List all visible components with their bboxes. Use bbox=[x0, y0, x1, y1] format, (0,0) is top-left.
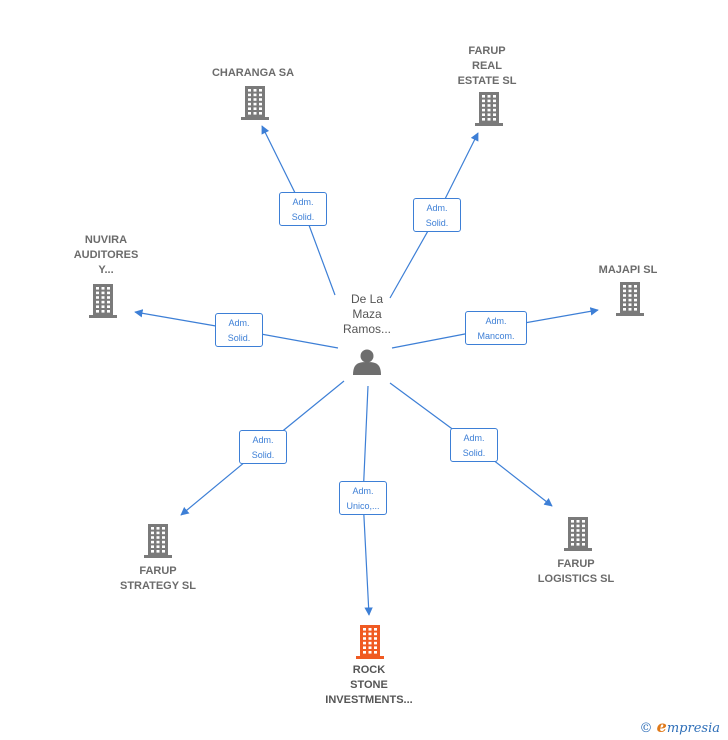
company-label-farup-real-estate[interactable]: FARUP REAL ESTATE SL bbox=[457, 45, 517, 87]
company-label-farup-logistics[interactable]: FARUP LOGISTICS SL bbox=[537, 558, 615, 585]
company-label-charanga[interactable]: CHARANGA SA bbox=[211, 67, 295, 79]
building-icon-farup-real-estate bbox=[475, 92, 503, 126]
role-badge-nuvira: Adm. Solid. bbox=[215, 313, 263, 347]
brand-footer[interactable]: © empresia bbox=[640, 717, 720, 736]
person-icon[interactable] bbox=[353, 349, 381, 376]
role-badge-farup-real-estate: Adm. Solid. bbox=[413, 198, 461, 232]
role-badge-farup-logistics: Adm. Solid. bbox=[450, 428, 498, 462]
company-label-majapi[interactable]: MAJAPI SL bbox=[598, 264, 658, 276]
role-badge-rock-stone: Adm. Unico,... bbox=[339, 481, 387, 515]
company-label-nuvira[interactable]: NUVIRA AUDITORES Y... bbox=[73, 234, 139, 276]
role-badge-majapi: Adm. Mancom. bbox=[465, 311, 527, 345]
company-label-rock-stone[interactable]: ROCK STONE INVESTMENTS... bbox=[325, 664, 413, 706]
person-name-label[interactable]: De La Maza Ramos... bbox=[342, 292, 392, 336]
building-icon-nuvira bbox=[89, 284, 117, 318]
building-icon-farup-strategy bbox=[144, 524, 172, 558]
building-icon-majapi bbox=[616, 282, 644, 316]
company-label-farup-strategy[interactable]: FARUP STRATEGY SL bbox=[120, 565, 196, 592]
building-icon-farup-logistics bbox=[564, 517, 592, 551]
role-badge-charanga: Adm. Solid. bbox=[279, 192, 327, 226]
building-icon-rock-stone bbox=[356, 625, 384, 659]
role-badge-farup-strategy: Adm. Solid. bbox=[239, 430, 287, 464]
copyright-icon: © bbox=[639, 721, 653, 736]
building-icon-charanga bbox=[241, 86, 269, 120]
brand-logo-text: mpresia bbox=[666, 721, 720, 736]
brand-logo-initial: e bbox=[656, 717, 667, 736]
